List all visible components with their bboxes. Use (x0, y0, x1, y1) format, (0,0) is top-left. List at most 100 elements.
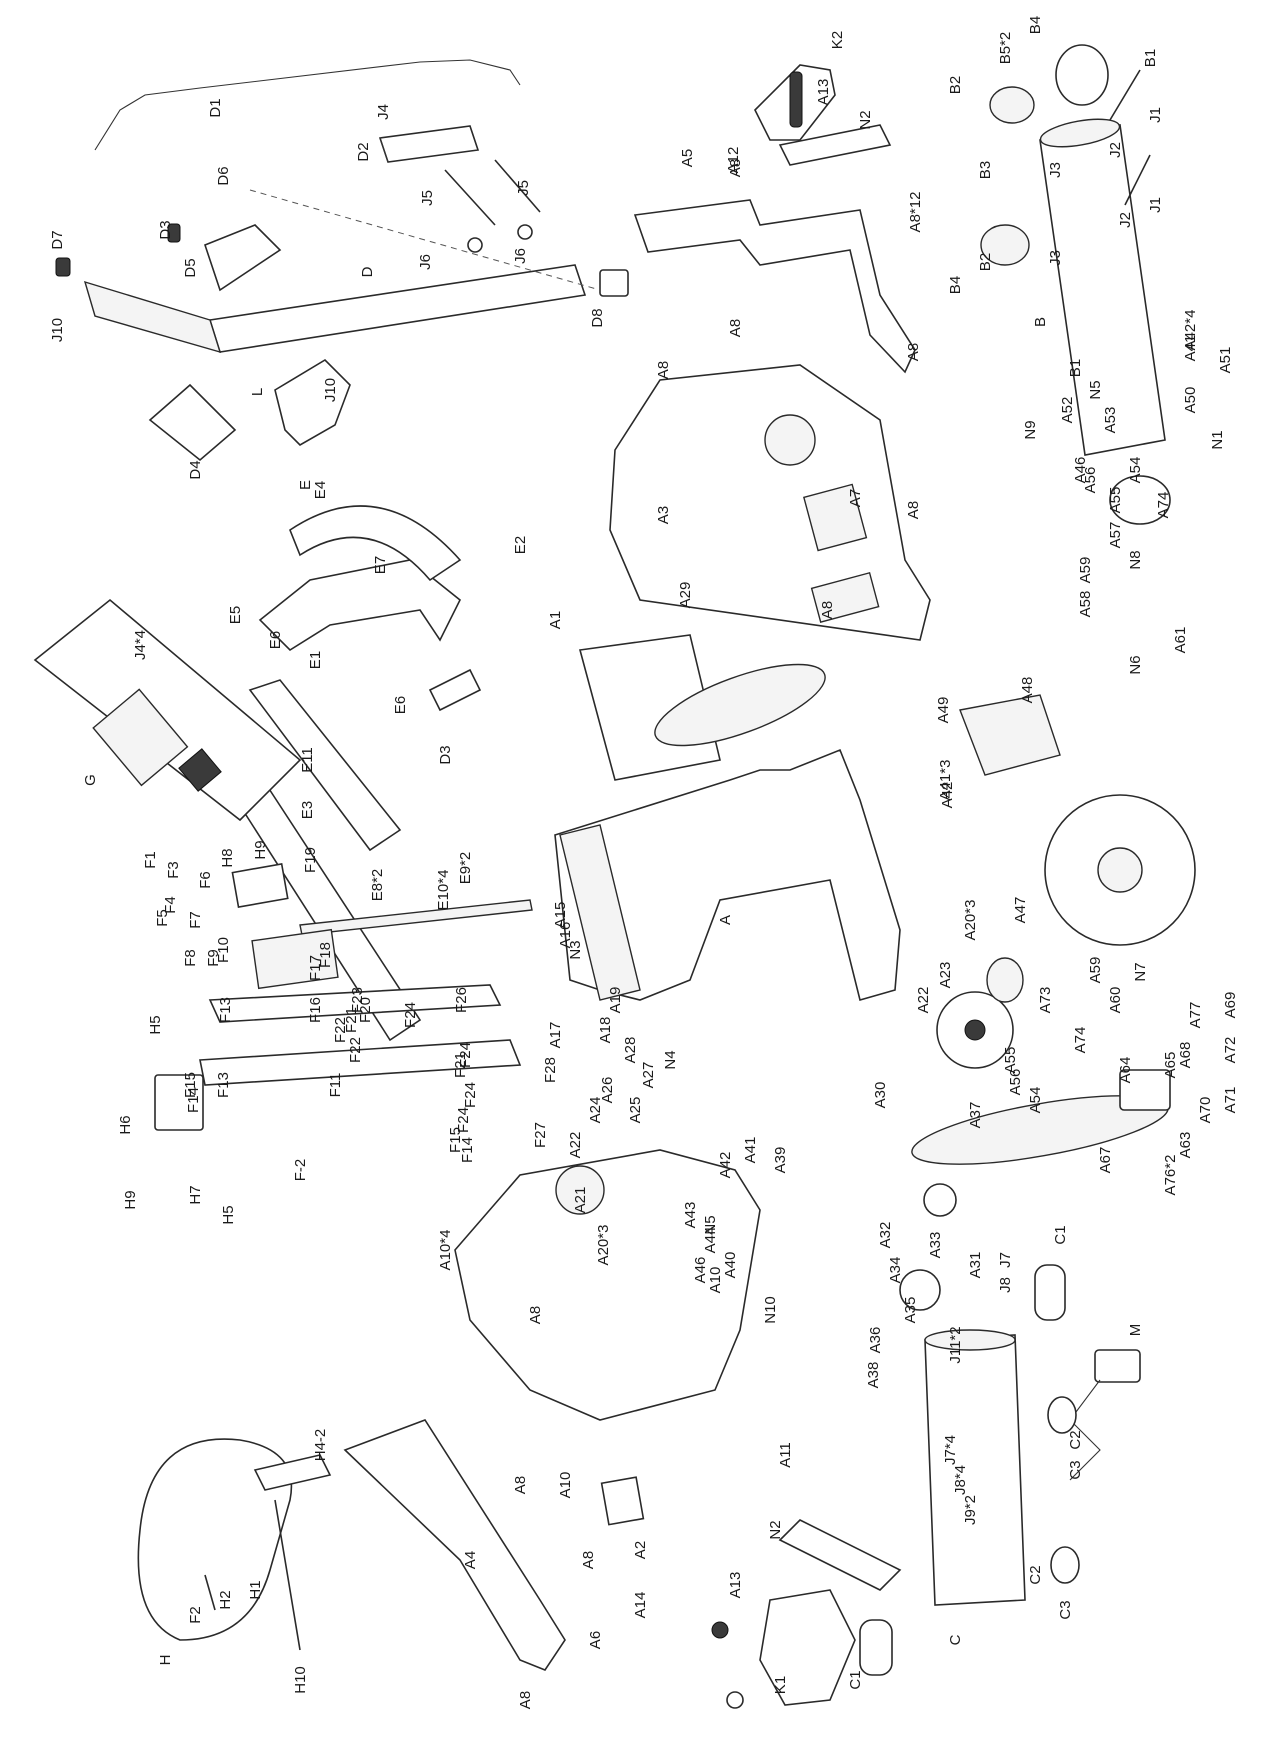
part-label-d1: D1 (207, 98, 224, 117)
part-d1-wire (94, 59, 521, 151)
part-label-j5: J5 (419, 190, 436, 206)
part-label-a41: A41 (1182, 335, 1199, 362)
part-label-a70: A70 (1197, 1097, 1214, 1124)
part-a13-cap (726, 1691, 744, 1709)
part-b-end (1039, 118, 1121, 148)
part-a63-controller (1119, 1069, 1171, 1111)
part-label-e7: E7 (372, 556, 389, 574)
part-label-a21: A21 (572, 1187, 589, 1214)
part-label-e5: E5 (227, 606, 244, 624)
part-label-c2: C2 (1027, 1565, 1044, 1584)
part-j6-nut-1 (467, 237, 483, 253)
part-label-f15: F15 (447, 1127, 464, 1153)
part-label-e: E (297, 480, 314, 490)
part-label-a35: A35 (902, 1297, 919, 1324)
part-a3-shroud (609, 364, 931, 641)
part-label-a42: A42 (939, 782, 956, 809)
part-label-a44: A44 (702, 1227, 719, 1254)
part-label-j11-2: J11*2 (947, 1326, 964, 1363)
part-label-a19: A19 (607, 987, 624, 1014)
part-label-f19: F19 (302, 847, 319, 873)
part-f16-pad (251, 928, 339, 990)
part-label-h1: H1 (247, 1580, 264, 1599)
part-c3-foot-2 (1050, 1546, 1080, 1584)
parts-drawings (33, 44, 1196, 1709)
part-m-adapter (1094, 1349, 1141, 1383)
part-label-a17: A17 (547, 1022, 564, 1049)
part-label-a28: A28 (622, 1037, 639, 1064)
part-label-j3: J3 (1047, 250, 1064, 266)
part-label-a40: A40 (722, 1252, 739, 1279)
part-label-k1: K1 (772, 1676, 789, 1694)
part-a4-shroud (343, 1419, 566, 1671)
part-label-a59: A59 (1087, 957, 1104, 984)
part-label-a74: A74 (1155, 492, 1172, 519)
part-a-seat-tube (559, 824, 641, 1001)
part-label-a34: A34 (887, 1257, 904, 1284)
part-label-a8: A8 (517, 1691, 534, 1709)
part-label-a54: A54 (1027, 1087, 1044, 1114)
part-c-tube (924, 1334, 1026, 1606)
part-label-h2: H2 (217, 1590, 234, 1609)
part-label-a54: A54 (1127, 457, 1144, 484)
part-a12-crank (778, 124, 892, 166)
part-label-a39: A39 (772, 1147, 789, 1174)
part-label-h9: H9 (122, 1190, 139, 1209)
part-label-a42: A42 (717, 1152, 734, 1179)
part-label-a29: A29 (677, 582, 694, 609)
part-label-f24: F24 (402, 1002, 419, 1028)
part-label-f27: F27 (532, 1122, 549, 1148)
part-label-n8: N8 (1127, 550, 1144, 569)
part-label-a42-4: A42*4 (1182, 310, 1199, 351)
part-label-f22: F22 (332, 1017, 349, 1043)
part-label-b: B (1032, 317, 1049, 327)
part-label-f14: F14 (185, 1087, 202, 1113)
part-label-a11: A11 (777, 1442, 794, 1468)
part-label-f1: F1 (142, 851, 159, 869)
part-a47-hub (1097, 847, 1143, 893)
part-a2-shroud (454, 1149, 761, 1421)
part-label-a31: A31 (967, 1252, 984, 1279)
part-a2-hole (555, 1165, 605, 1215)
part-b2-wheel-top (989, 86, 1035, 124)
part-label-j8-4: J8*4 (952, 1465, 969, 1495)
part-label-a10-4: A10*4 (437, 1230, 454, 1271)
part-label-j6: J6 (417, 254, 434, 270)
part-label-a27: A27 (640, 1062, 657, 1089)
part-label-j5: J5 (515, 180, 532, 196)
part-label-n5: N5 (1087, 380, 1104, 399)
part-f19-rail (299, 899, 533, 936)
part-label-a8: A8 (512, 1476, 529, 1494)
part-j6-nut-2 (517, 224, 533, 240)
part-label-a14: A14 (632, 1592, 649, 1619)
part-g-screen (92, 688, 189, 787)
part-label-d2: D2 (355, 142, 372, 161)
part-d5-bracket (204, 224, 282, 292)
part-a29-belt (654, 663, 826, 747)
part-j1-bolt-1 (1109, 69, 1141, 121)
part-e-lower-tube (248, 679, 402, 852)
part-d-post (208, 264, 587, 353)
part-label-f7: F7 (187, 911, 204, 929)
part-label-f21: F21 (452, 1052, 469, 1078)
part-label-d7: D7 (49, 230, 66, 249)
part-label-a37: A37 (967, 1102, 984, 1129)
part-label-n10: N10 (762, 1296, 779, 1324)
part-label-a24: A24 (587, 1097, 604, 1124)
part-label-a23: A23 (937, 962, 954, 989)
part-label-a41-3: A41*3 (937, 760, 954, 801)
part-label-j10: J10 (49, 318, 66, 342)
part-label-a64: A64 (1117, 1057, 1134, 1084)
part-label-f5: F5 (154, 909, 171, 927)
part-label-a26: A26 (599, 1077, 616, 1104)
part-label-a18: A18 (597, 1017, 614, 1044)
part-label-e10-4: E10*4 (435, 870, 452, 911)
part-label-a16: A16 (557, 922, 574, 949)
part-label-j1: J1 (1147, 107, 1164, 123)
part-label-d5: D5 (182, 258, 199, 277)
part-label-a13: A13 (727, 1572, 744, 1599)
part-f2-lever (204, 1574, 216, 1611)
part-label-a6: A6 (587, 1631, 604, 1649)
part-b2-wheel-bottom (980, 224, 1030, 266)
part-label-a20-3: A20*3 (595, 1225, 612, 1266)
